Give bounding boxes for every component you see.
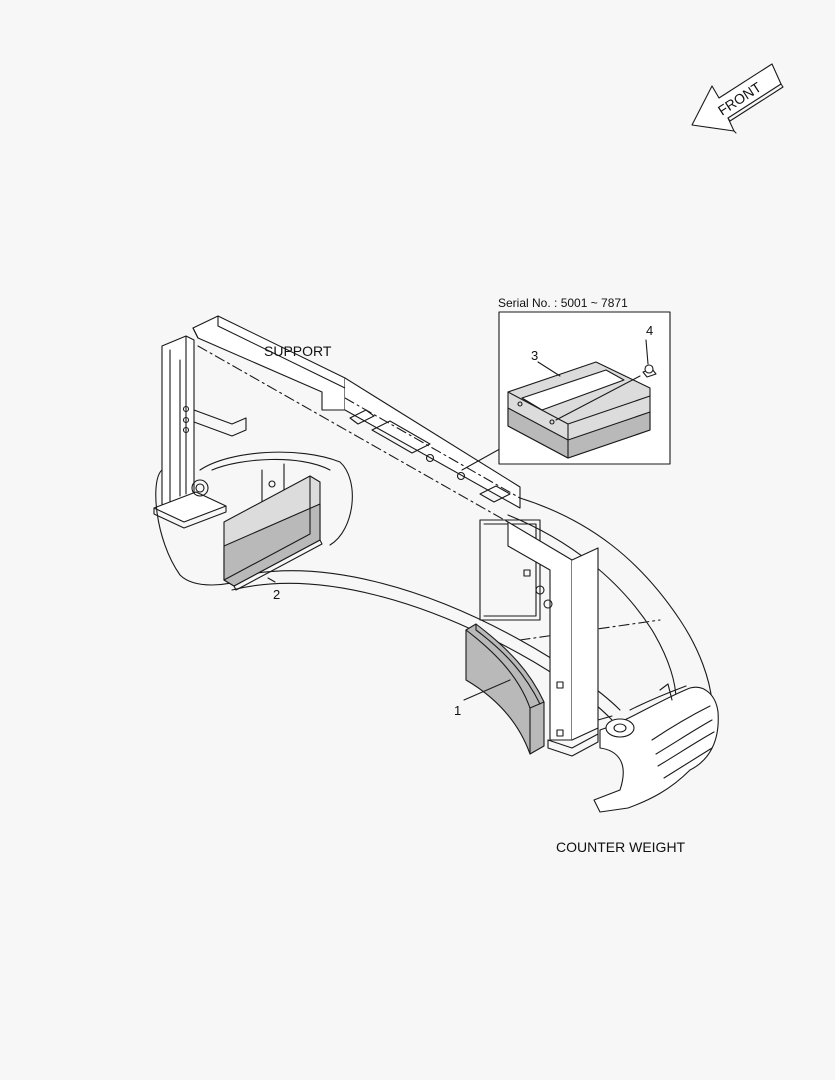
support-frame bbox=[153, 315, 713, 757]
leader-1 bbox=[463, 679, 511, 701]
counter-weight bbox=[593, 683, 719, 813]
leader-2 bbox=[267, 577, 276, 583]
front-arrow-icon: FRONT bbox=[691, 63, 784, 134]
callout-1: 1 bbox=[454, 703, 462, 718]
callout-4: 4 bbox=[646, 323, 654, 338]
callout-3: 3 bbox=[531, 348, 539, 363]
part-1-pad bbox=[465, 623, 545, 755]
part-2-pad bbox=[223, 475, 323, 591]
serial-inset bbox=[498, 311, 671, 465]
serial-number-label: Serial No. : 5001 ~ 7871 bbox=[498, 296, 628, 310]
support-label: SUPPORT bbox=[264, 343, 332, 359]
counter-weight-label: COUNTER WEIGHT bbox=[556, 839, 686, 855]
callout-2: 2 bbox=[273, 587, 281, 602]
